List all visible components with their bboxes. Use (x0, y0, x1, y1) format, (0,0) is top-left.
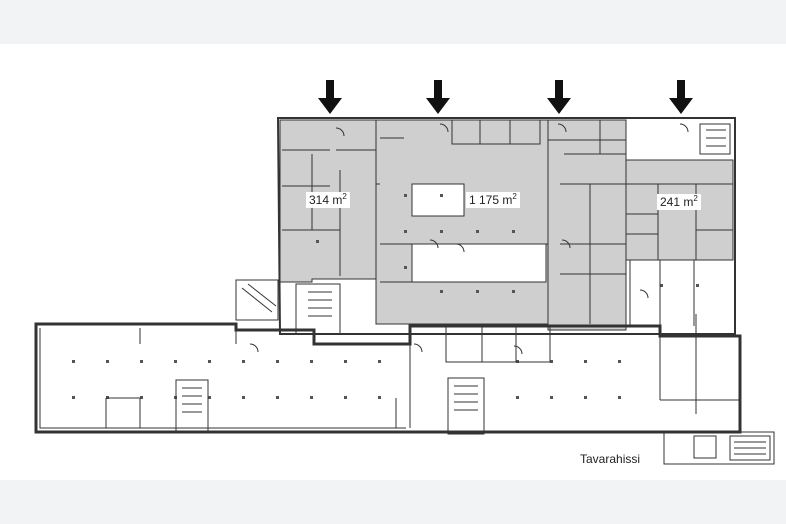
entrance-arrow-icon (669, 80, 693, 114)
freight-elevator-label: Tavarahissi (580, 452, 641, 466)
floor-plan (34, 117, 775, 465)
entrance-arrow-icon (547, 80, 571, 114)
area-label-middle: 1 175 m2 (466, 192, 520, 208)
floor-plan-frame: 314 m2 1 175 m2 241 m2 Tavarahissi (0, 44, 786, 480)
entrance-arrow-icon (426, 80, 450, 114)
area-east (625, 159, 734, 261)
area-label-east: 241 m2 (657, 194, 701, 210)
entrance-arrow-icon (318, 80, 342, 114)
area-middle (375, 119, 627, 331)
area-label-west: 314 m2 (306, 192, 350, 208)
